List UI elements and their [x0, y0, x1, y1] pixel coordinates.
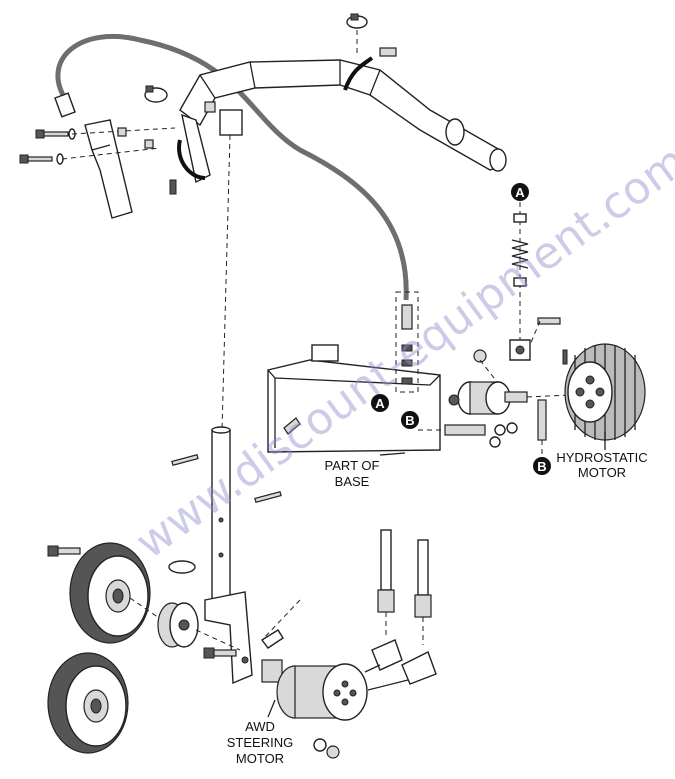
callout-b-motor: B: [533, 457, 551, 475]
cable-nut-1: [401, 344, 413, 352]
label-awd-steering-motor-1: AWD: [245, 719, 275, 734]
callout-b-base-text: B: [405, 413, 414, 428]
wheel-lower: [47, 652, 129, 754]
grip-collar: [445, 118, 465, 146]
throttle-wire-coil: [343, 56, 374, 91]
callout-b-motor-text: B: [537, 459, 546, 474]
linkage-nut: [473, 349, 487, 363]
elbow-fitting-left: [371, 639, 403, 671]
base-box: [267, 344, 441, 453]
washer-1: [494, 424, 506, 436]
hydrostatic-motor: [562, 343, 646, 441]
wheel-hub: [157, 602, 199, 648]
label-awd-steering-motor-3: MOTOR: [236, 751, 284, 766]
column-lever: [260, 629, 284, 649]
extension-spring: [537, 399, 547, 441]
callout-a-top: A: [511, 183, 529, 201]
link-bolt: [537, 317, 561, 325]
bolt-lower: [19, 153, 64, 165]
linkage-arm: [504, 391, 528, 403]
elbow-fitting-right: [401, 651, 437, 685]
throttle-cable: [55, 33, 409, 301]
callout-a-top-text: A: [515, 185, 525, 200]
cable-nut-2: [401, 359, 413, 367]
column-collar: [168, 560, 196, 574]
callout-a-base: A: [371, 394, 389, 412]
awd-steering-motor: [261, 659, 368, 721]
cable-adjuster: [401, 304, 413, 330]
label-part-of-base-2: BASE: [335, 474, 370, 489]
wheel-upper: [69, 542, 151, 644]
spring-pin-1: [171, 453, 199, 467]
hose-clamp-left: [144, 85, 168, 103]
handle-bracket: [84, 119, 133, 219]
spring-cap-bottom: [513, 277, 527, 287]
callout-b-base: B: [401, 411, 419, 429]
hose-right: [414, 539, 432, 618]
handlebar-stem-collar: [219, 109, 243, 136]
spring-pin-2: [254, 490, 282, 504]
hose-left: [377, 529, 395, 613]
washer-2: [506, 422, 518, 434]
hose-clamp-top: [346, 13, 368, 29]
washer-3: [489, 436, 501, 448]
motor-shaft-nut: [313, 738, 340, 759]
damper-cylinder: [457, 381, 511, 415]
nut-lower: [144, 139, 154, 149]
throttle-fitting: [379, 47, 397, 57]
grip-lever: [177, 139, 206, 180]
label-awd-steering-motor-2: STEERING: [227, 735, 293, 750]
label-hydrostatic-motor-2: MOTOR: [578, 465, 626, 480]
compression-spring: [511, 239, 529, 269]
bolt-upper: [35, 128, 76, 140]
wheel-bolt: [47, 545, 81, 557]
spring-pin: [169, 179, 177, 195]
small-screw: [204, 101, 216, 113]
cable-nut-3: [401, 377, 413, 385]
damper-nut: [448, 394, 460, 406]
column-mount-bracket: [204, 591, 253, 685]
right-grip-end: [489, 148, 507, 172]
cable-end-fitting: [54, 92, 76, 118]
label-hydrostatic-motor-1: HYDROSTATIC: [556, 450, 647, 465]
callout-a-base-text: A: [375, 396, 385, 411]
spring-cap-top: [513, 213, 527, 223]
fitting-link-lines: [364, 664, 409, 691]
handlebar: [179, 59, 507, 184]
label-part-of-base-1: PART OF: [325, 458, 380, 473]
left-grip: [181, 113, 211, 184]
nut-upper: [117, 127, 127, 137]
linkage-rod: [444, 424, 486, 436]
hub-bolt: [203, 647, 237, 659]
